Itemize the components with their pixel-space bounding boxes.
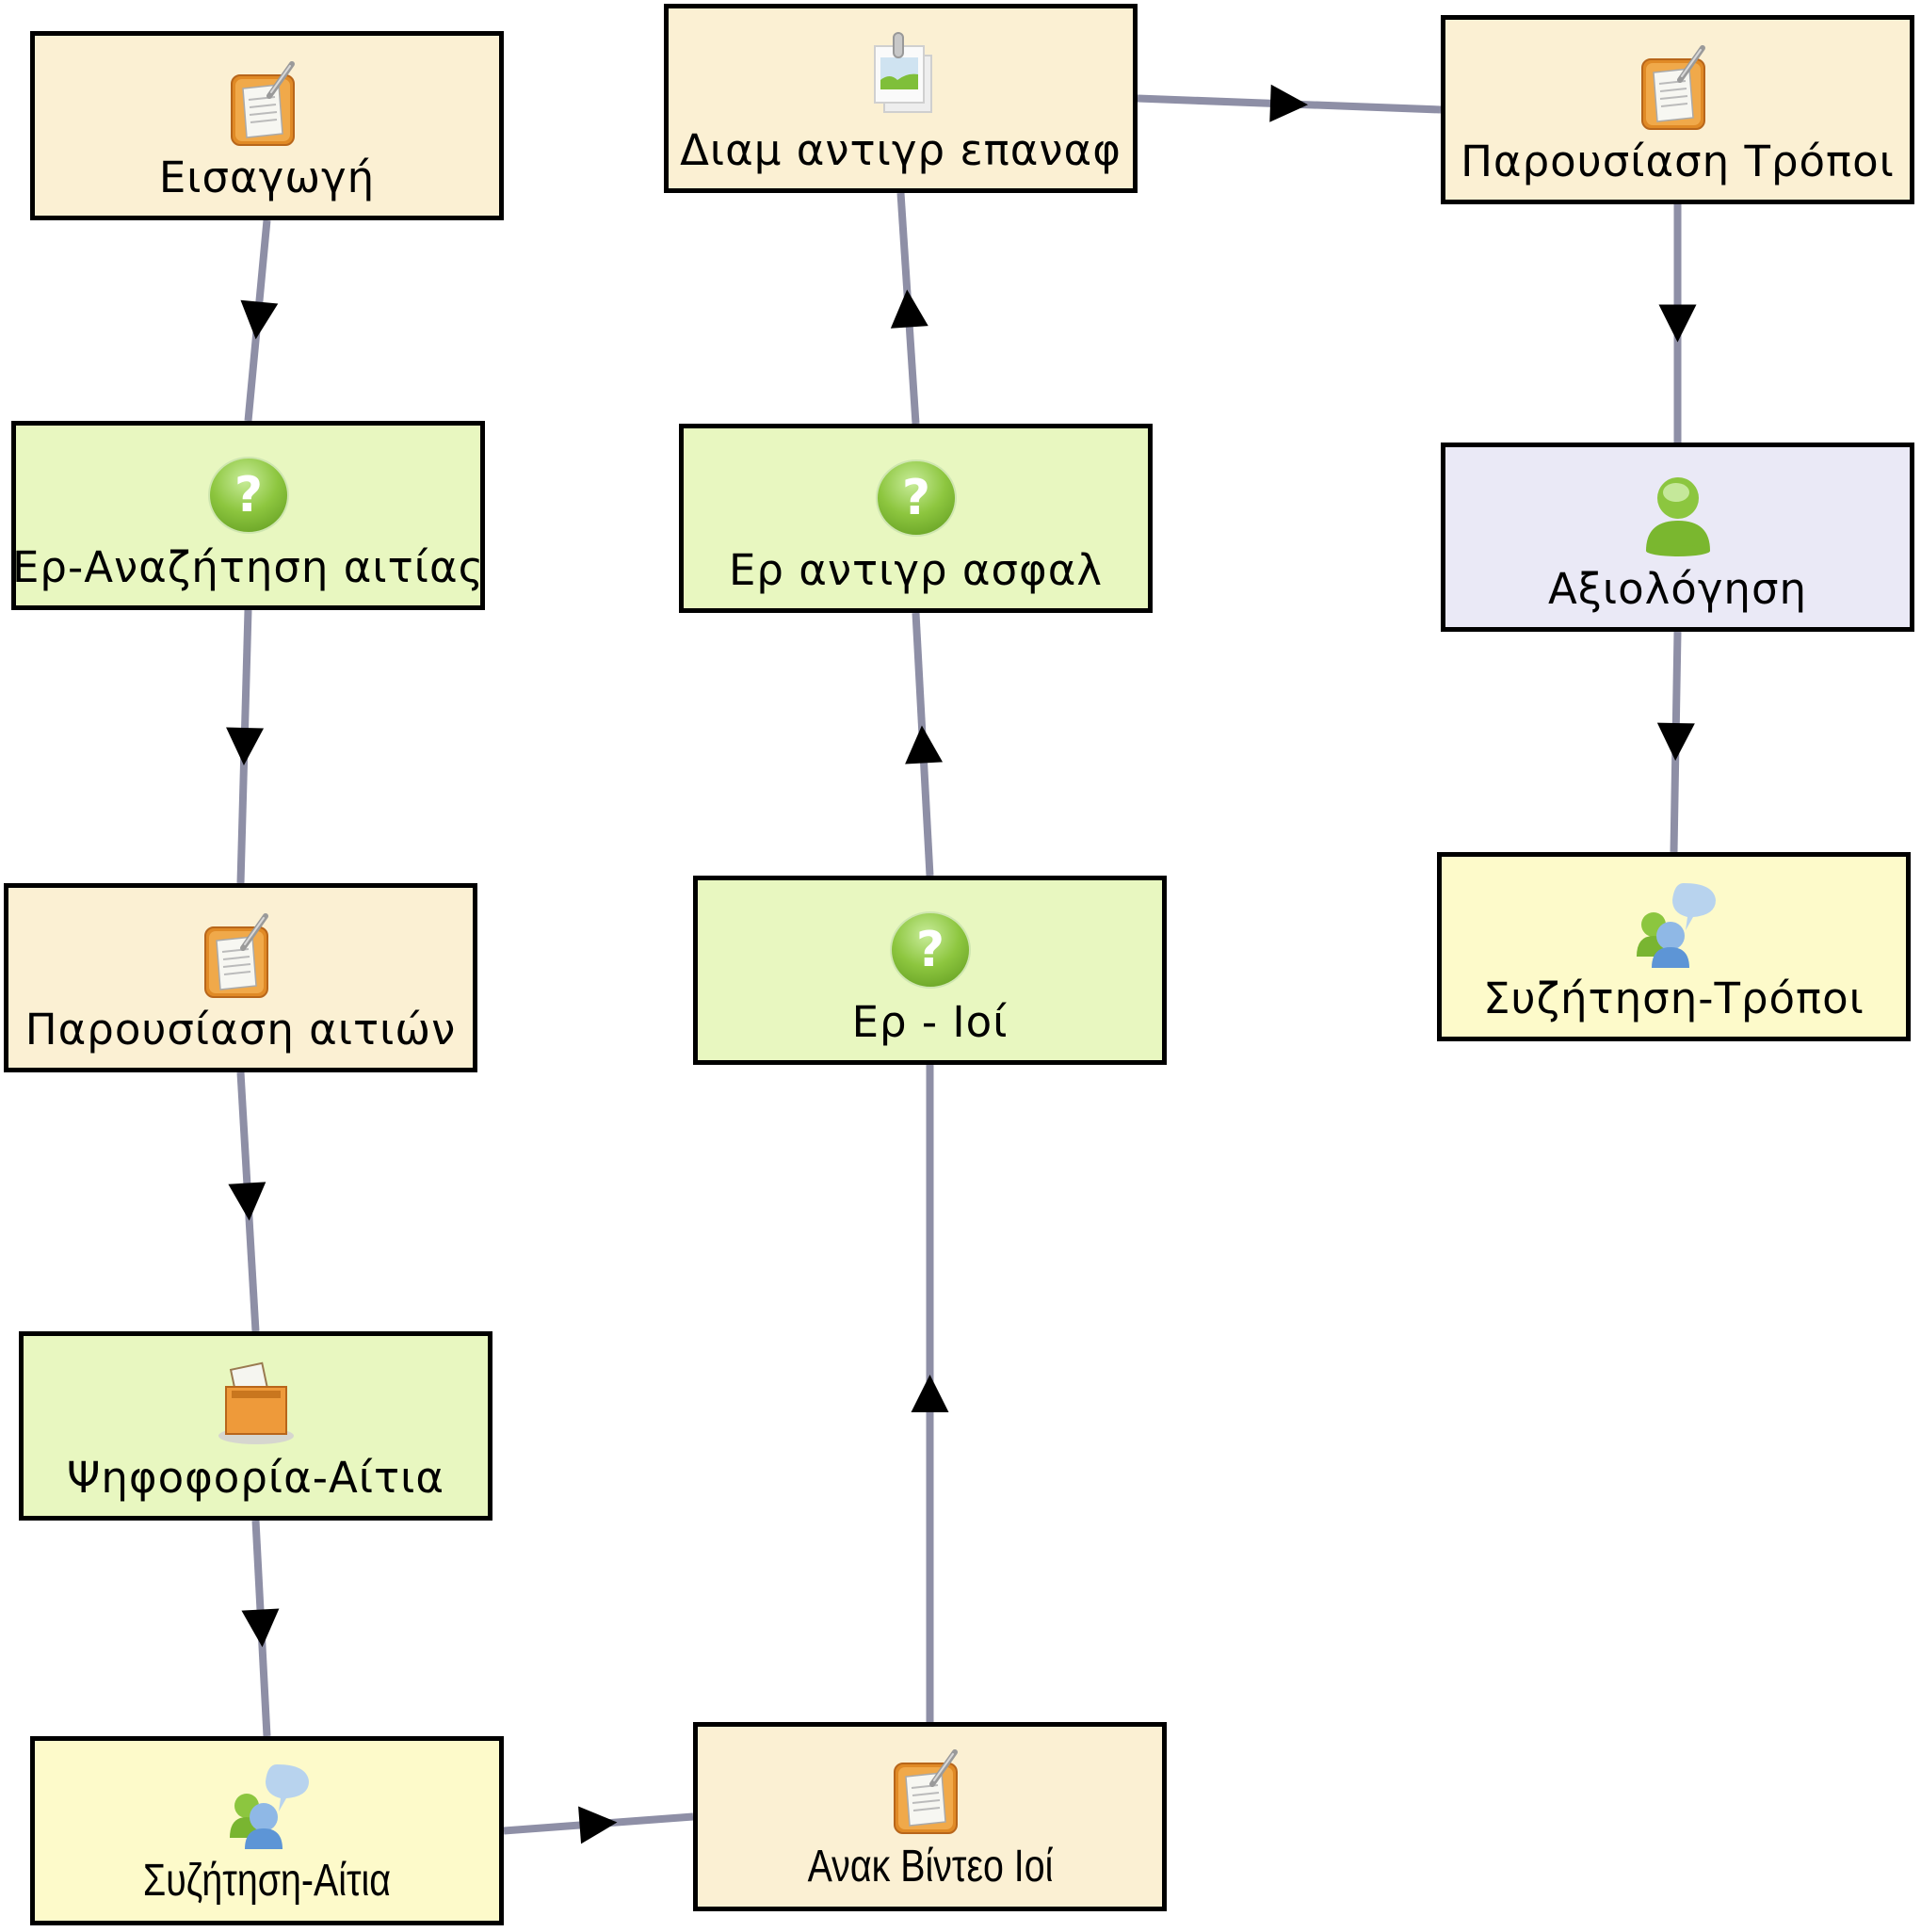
node-label: Παρουσίαση αιτιών: [24, 1005, 457, 1055]
question-icon: [871, 451, 961, 541]
image-gallery-icon: [856, 31, 946, 121]
node-question-cause-search[interactable]: Ερ-Αναζήτηση αιτίας: [11, 421, 485, 610]
node-label: Ερ αντιγρ ασφαλ: [728, 545, 1104, 595]
node-video-viruses[interactable]: Ανακ Βίντεο Ιοί: [693, 1722, 1167, 1911]
question-icon: [885, 903, 976, 993]
arrowhead-icon: [578, 1806, 618, 1844]
node-vote-causes[interactable]: Ψηφοφορία-Αίτια: [19, 1331, 492, 1521]
node-label: Συζήτηση-Αίτια: [142, 1856, 392, 1906]
node-question-viruses[interactable]: Ερ - Ιοί: [693, 876, 1167, 1065]
node-label: Αξιολόγηση: [1548, 564, 1807, 614]
node-label: Συζήτηση-Τρόποι: [1483, 974, 1864, 1023]
notepad-icon: [1633, 42, 1723, 133]
node-label: Ερ-Αναζήτηση αιτίας: [11, 542, 485, 592]
node-evaluation[interactable]: Αξιολόγηση: [1441, 443, 1914, 632]
ballot-box-icon: [211, 1359, 301, 1449]
node-label: Εισαγωγή: [158, 153, 376, 202]
notepad-icon: [196, 910, 286, 1001]
node-discussion-causes[interactable]: Συζήτηση-Αίτια: [30, 1736, 504, 1925]
node-methods-presentation[interactable]: Παρουσίαση Τρόποι: [1441, 15, 1914, 204]
question-icon: [203, 448, 294, 539]
chat-users-icon: [222, 1761, 313, 1851]
arrowhead-icon: [1269, 84, 1308, 122]
node-intro[interactable]: Εισαγωγή: [30, 31, 504, 220]
arrowhead-icon: [911, 1375, 949, 1412]
arrowhead-icon: [1656, 722, 1695, 761]
node-label: Ψηφοφορία-Αίτια: [66, 1453, 445, 1503]
node-label: Ανακ Βίντεο Ιοί: [807, 1842, 1053, 1892]
node-causes-presentation[interactable]: Παρουσίαση αιτιών: [4, 883, 477, 1072]
arrowhead-icon: [890, 289, 928, 329]
arrowhead-icon: [228, 1182, 266, 1221]
node-label: Διαμ αντιγρ επαναφ: [680, 125, 1122, 175]
chat-users-icon: [1629, 879, 1719, 970]
node-label: Ερ - Ιοί: [851, 997, 1009, 1047]
arrowhead-icon: [240, 299, 279, 340]
arrowhead-icon: [226, 727, 265, 765]
arrowhead-icon: [905, 725, 944, 765]
arrowhead-icon: [1658, 304, 1697, 343]
arrowhead-icon: [241, 1608, 280, 1648]
node-question-backup[interactable]: Ερ αντιγρ ασφαλ: [679, 424, 1153, 613]
node-label: Παρουσίαση Τρόποι: [1461, 137, 1895, 186]
notepad-icon: [222, 58, 313, 149]
node-discussion-methods[interactable]: Συζήτηση-Τρόποι: [1437, 852, 1911, 1041]
node-backup-restore-settings[interactable]: Διαμ αντιγρ επαναφ: [664, 4, 1138, 193]
user-icon: [1633, 470, 1723, 560]
notepad-icon: [885, 1747, 976, 1837]
